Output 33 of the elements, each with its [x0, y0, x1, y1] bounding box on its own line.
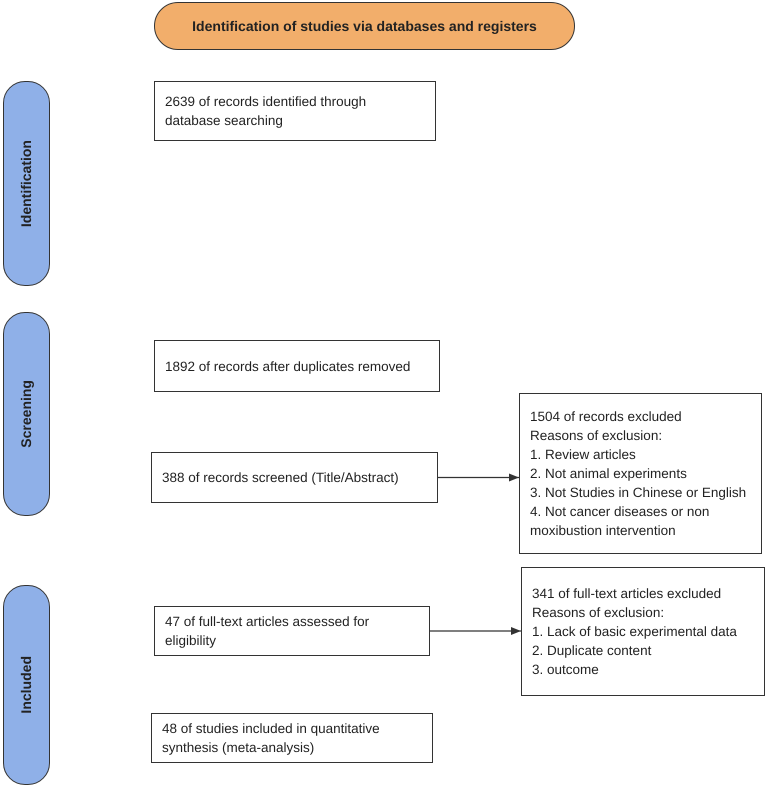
- arrow: [438, 474, 519, 482]
- stage-label: Identification: [17, 140, 35, 228]
- process-box: [521, 567, 765, 696]
- stage-band: [3, 312, 50, 516]
- stage-band: [3, 585, 50, 785]
- box-text: 1504 of records excluded: [530, 408, 683, 426]
- process-box: [151, 713, 433, 763]
- box-text: 2639 of records identified through database searching: [165, 93, 368, 130]
- process-box: [154, 606, 430, 656]
- phase-header: [154, 2, 575, 50]
- box-text: 4. Not cancer diseases or non moxibustion intervention: [530, 503, 710, 540]
- stage-label: Included: [17, 656, 35, 714]
- process-box: [519, 393, 762, 554]
- box-text: 1892 of records after duplicates removed: [165, 358, 412, 376]
- header-text: Identification of studies via databases and registers: [192, 16, 537, 36]
- arrow: [430, 627, 521, 635]
- process-box: [151, 452, 438, 503]
- stage-label: Screening: [17, 380, 35, 448]
- stage-band: [3, 81, 50, 286]
- process-box: [154, 81, 436, 141]
- box-text: 3. outcome: [532, 661, 600, 679]
- box-text: 1. Review articles: [530, 446, 637, 464]
- box-text: 47 of full-text articles assessed for eligibility: [165, 613, 370, 650]
- box-text: 2. Duplicate content: [532, 642, 652, 660]
- box-text: Reasons of exclusion:: [530, 427, 664, 445]
- box-text: 388 of records screened (Title/Abstract): [162, 469, 400, 487]
- process-box: [154, 340, 440, 392]
- box-text: 341 of full-text articles excluded: [532, 585, 722, 603]
- box-text: 2. Not animal experiments: [530, 465, 688, 483]
- box-text: 1. Lack of basic experimental data: [532, 623, 738, 641]
- box-text: Reasons of exclusion:: [532, 604, 666, 622]
- box-text: 48 of studies included in quantitative synthesis (meta-analysis): [162, 720, 381, 757]
- box-text: 3. Not Studies in Chinese or English: [530, 484, 748, 502]
